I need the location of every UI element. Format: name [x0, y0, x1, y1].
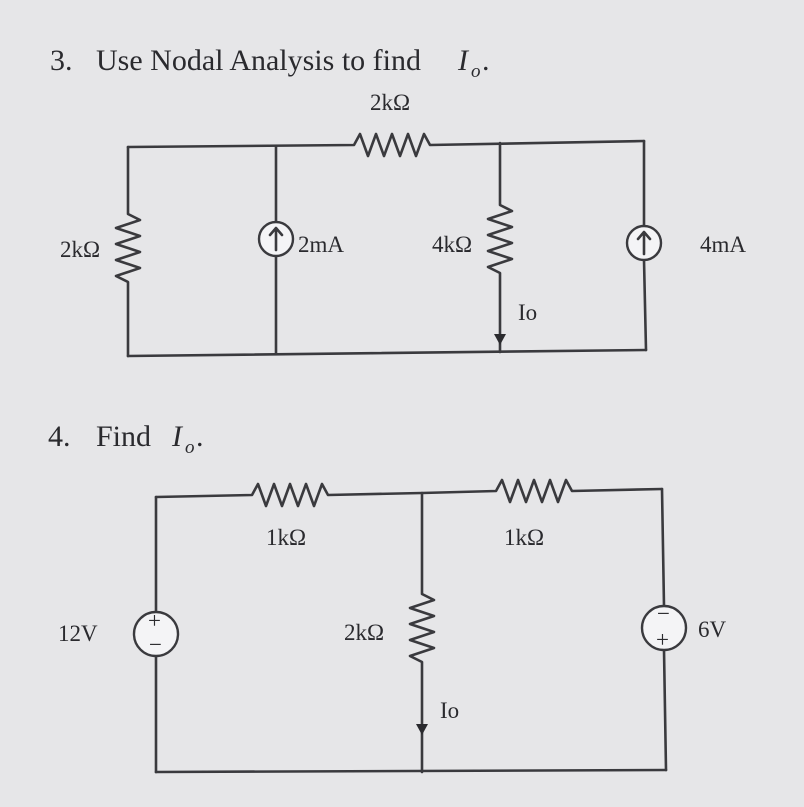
problem-3-var: I: [457, 44, 470, 77]
problem-4-end: .: [196, 420, 204, 453]
current-arrow-icon: [416, 724, 428, 735]
c3-top-resistor-label: 2kΩ: [370, 90, 410, 115]
problem-4-title: 4. Find I o .: [48, 420, 204, 458]
c4-left-resistor-label: 1kΩ: [266, 525, 306, 550]
c3-left-resistor: [114, 145, 142, 358]
c4-voltage-source-left: [132, 610, 180, 658]
c3-top-wire: [126, 132, 646, 158]
c3-left-resistor-label: 2kΩ: [60, 237, 100, 262]
c3-mid-resistor: [486, 141, 514, 354]
circuit-4: + − − + 1kΩ 1kΩ 2kΩ 12V 6V Io: [58, 478, 727, 774]
problem-3-text: Use Nodal Analysis to find: [96, 44, 421, 77]
problem-3-sub: o: [471, 61, 481, 82]
c3-bottom-wire: [126, 348, 648, 358]
problem-4-text: Find: [96, 420, 151, 453]
c4-bottom-wire: [154, 768, 668, 774]
c4-mid-resistor: [408, 491, 436, 774]
problem-3-number: 3.: [50, 44, 73, 77]
c4-right-source-wire: [660, 487, 668, 772]
problem-3-title: 3. Use Nodal Analysis to find I o .: [50, 44, 490, 82]
c4-mid-resistor-label: 2kΩ: [344, 620, 384, 645]
arrow-up-icon: [268, 226, 284, 252]
c3-source2-label: 4mA: [700, 232, 746, 257]
c4-left-source-label: 12V: [58, 621, 98, 646]
c3-source2-wire: [642, 139, 648, 352]
problem-4-var: I: [171, 420, 184, 453]
problem-4-sub: o: [185, 437, 195, 458]
c4-top-wire: [154, 478, 664, 508]
minus-icon: −: [149, 632, 162, 657]
circuit-3: 2kΩ 2kΩ 2mA 4kΩ 4mA Io: [60, 90, 746, 358]
minus-icon: −: [657, 601, 670, 626]
c4-right-source-label: 6V: [698, 617, 727, 642]
arrow-up-icon: [636, 230, 652, 256]
c3-current-label: Io: [518, 300, 537, 325]
c4-right-resistor-label: 1kΩ: [504, 525, 544, 550]
plus-icon: +: [656, 627, 669, 652]
c3-source1-label: 2mA: [298, 232, 344, 257]
current-arrow-icon: [494, 334, 506, 345]
c4-voltage-source-right: [640, 604, 688, 652]
problem-4-number: 4.: [48, 420, 71, 453]
c3-mid-resistor-label: 4kΩ: [432, 232, 472, 257]
plus-icon: +: [148, 608, 161, 633]
c4-current-label: Io: [440, 698, 459, 723]
problem-3-end: .: [482, 44, 490, 77]
